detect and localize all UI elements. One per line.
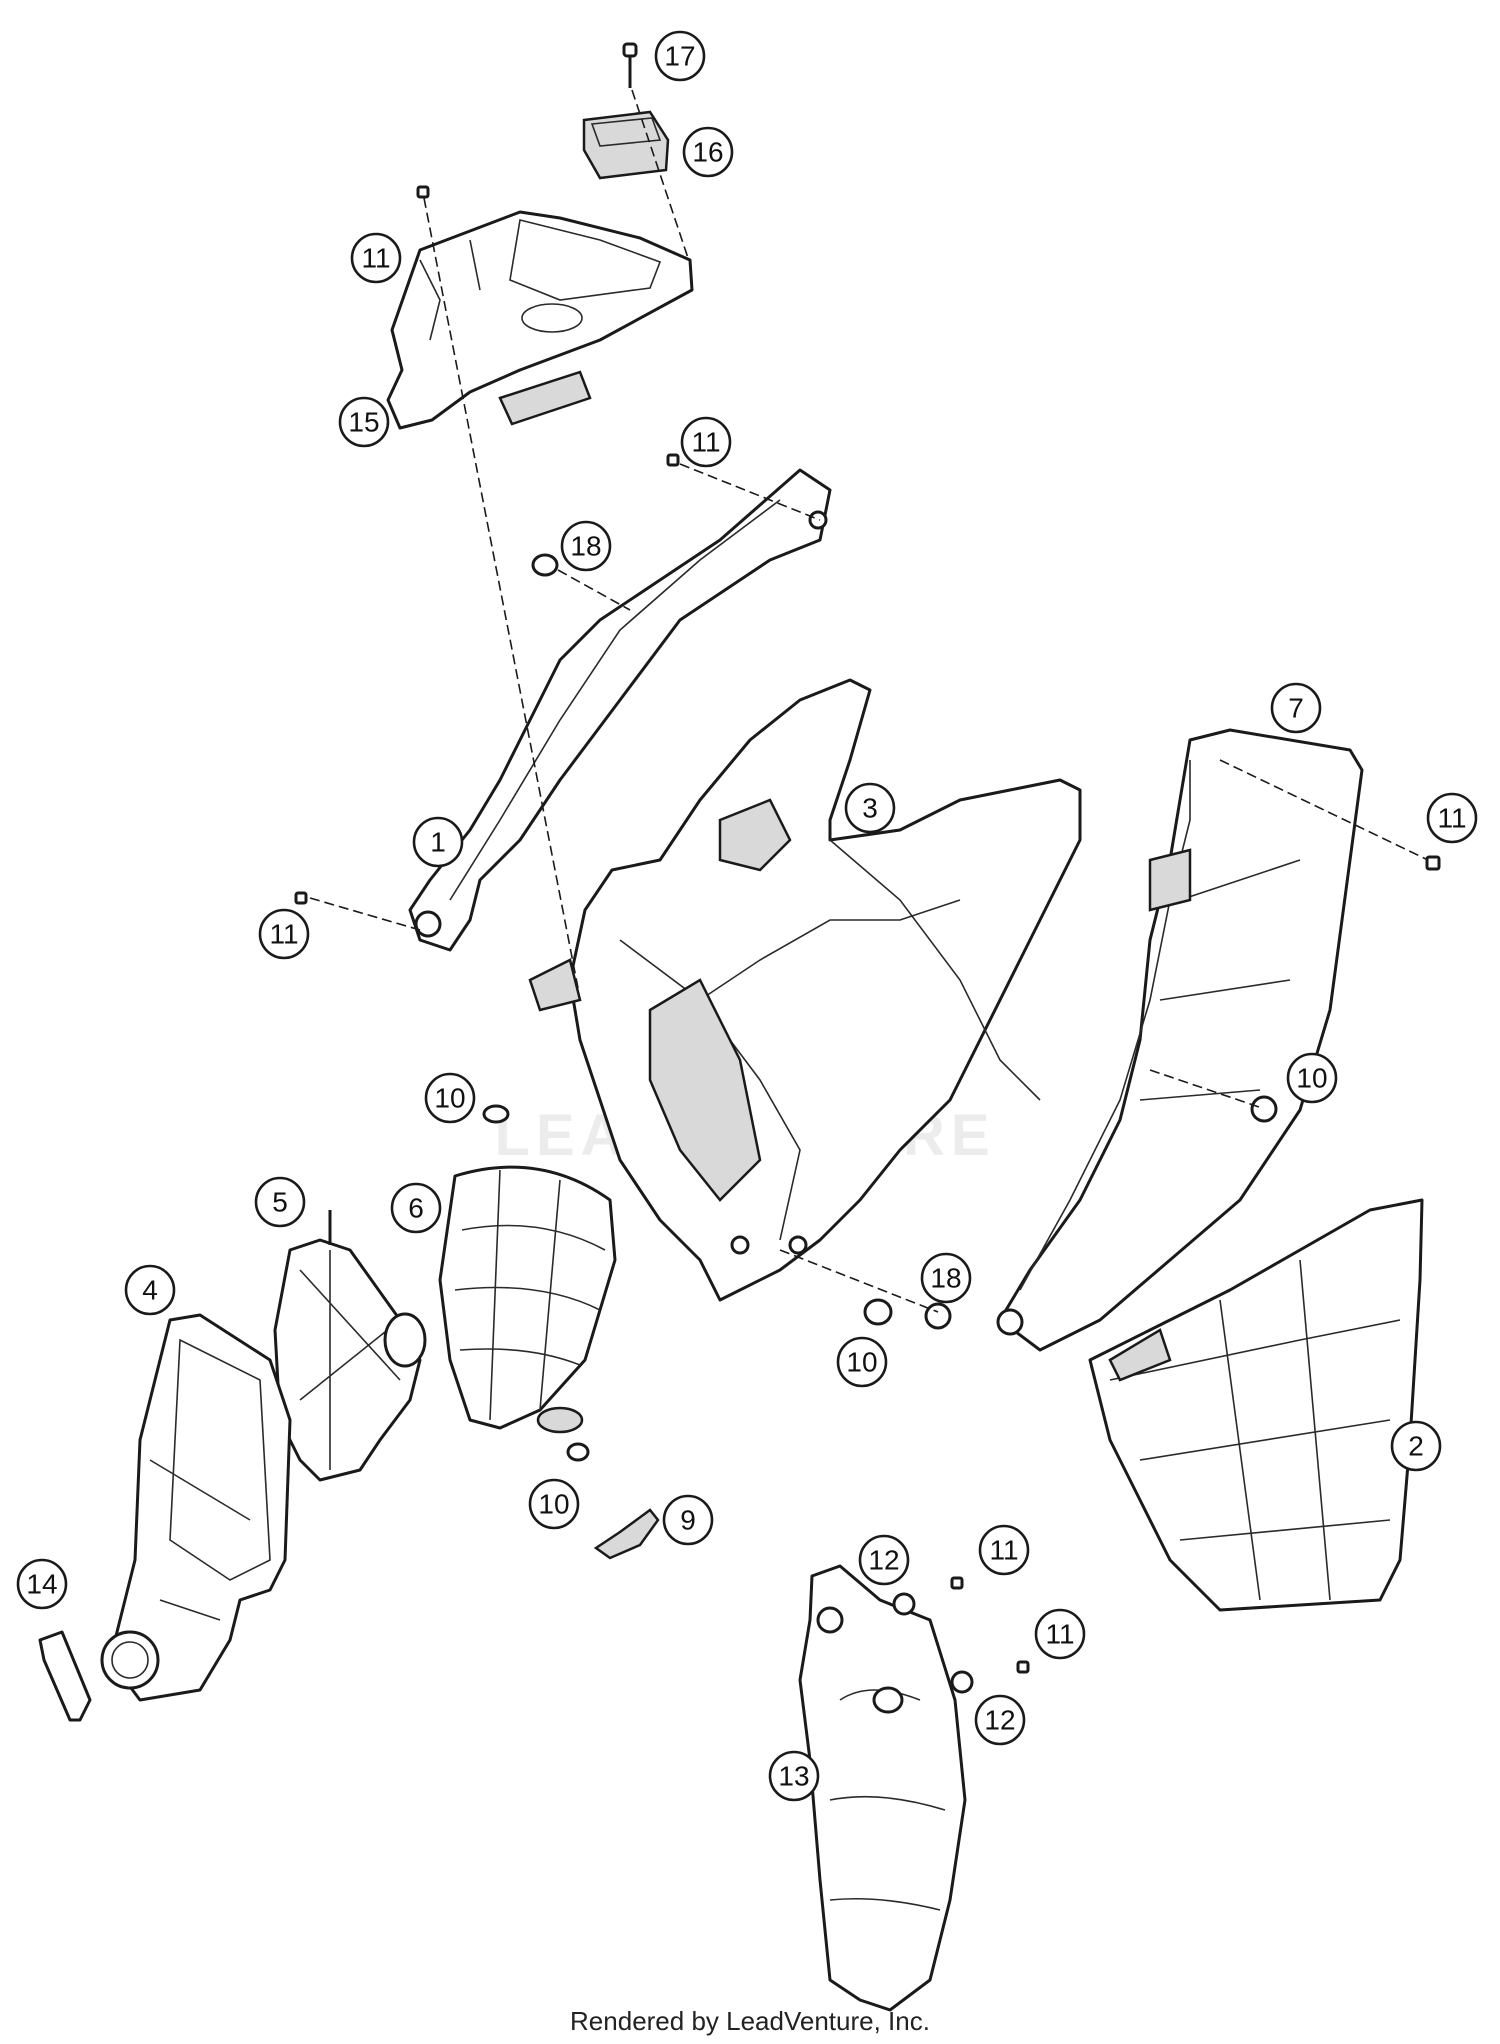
part-5-filter-cage [273, 1210, 427, 1482]
part-15-upper-box [386, 210, 694, 430]
svg-text:11: 11 [989, 1535, 1018, 1566]
part-9-bracket [593, 1508, 660, 1560]
part-14-clamp [38, 1630, 92, 1722]
svg-text:2: 2 [1408, 1431, 1424, 1462]
svg-text:3: 3 [862, 793, 878, 824]
svg-text:10: 10 [1296, 1063, 1327, 1094]
callout-4: 4 [124, 1264, 176, 1316]
part-1-left-frame [408, 468, 832, 952]
svg-text:6: 6 [408, 1193, 424, 1224]
part-4-air-box [100, 1313, 292, 1702]
svg-text:7: 7 [1288, 693, 1304, 724]
callout-11: 11 [1426, 792, 1478, 844]
svg-text:1: 1 [430, 827, 446, 858]
callout-12: 12 [858, 1534, 910, 1586]
svg-text:14: 14 [26, 1569, 57, 1600]
svg-text:9: 9 [680, 1505, 696, 1536]
callout-6: 6 [390, 1182, 442, 1234]
callout-9: 9 [662, 1494, 714, 1546]
svg-text:16: 16 [692, 137, 723, 168]
svg-text:17: 17 [664, 41, 695, 72]
callout-11: 11 [258, 908, 310, 960]
leader-lines [309, 89, 1429, 1313]
hardware [294, 185, 1441, 1694]
callout-13: 13 [768, 1750, 820, 1802]
callout-14: 14 [16, 1558, 68, 1610]
callout-3: 3 [844, 782, 896, 834]
part-16-cap [582, 110, 670, 180]
callout-15: 15 [338, 396, 390, 448]
svg-text:15: 15 [348, 407, 379, 438]
callout-10: 10 [424, 1072, 476, 1124]
svg-text:5: 5 [272, 1187, 288, 1218]
callout-10: 10 [1286, 1052, 1338, 1104]
svg-text:12: 12 [868, 1545, 899, 1576]
svg-text:11: 11 [361, 243, 390, 274]
part-3-center-shroud [528, 678, 1082, 1302]
callout-10: 10 [528, 1478, 580, 1530]
svg-text:11: 11 [1437, 803, 1466, 834]
svg-text:10: 10 [434, 1083, 465, 1114]
callout-2: 2 [1390, 1420, 1442, 1472]
callout-5: 5 [254, 1176, 306, 1228]
callout-18: 18 [920, 1252, 972, 1304]
svg-text:11: 11 [269, 919, 298, 950]
part-6-filter [438, 1165, 617, 1434]
callout-16: 16 [682, 126, 734, 178]
svg-text:18: 18 [930, 1263, 961, 1294]
part-7-right-frame [996, 728, 1364, 1352]
svg-text:18: 18 [570, 531, 601, 562]
callout-11: 11 [350, 232, 402, 284]
callout-11: 11 [978, 1524, 1030, 1576]
callout-18: 18 [560, 520, 612, 572]
part-17-screw [622, 42, 638, 88]
svg-text:13: 13 [778, 1761, 809, 1792]
callout-10: 10 [836, 1336, 888, 1388]
callout-11: 11 [1034, 1608, 1086, 1660]
callout-1: 1 [412, 816, 464, 868]
callout-12: 12 [974, 1694, 1026, 1746]
svg-text:11: 11 [1045, 1619, 1074, 1650]
svg-text:10: 10 [538, 1489, 569, 1520]
callout-11: 11 [680, 416, 732, 468]
callout-17: 17 [654, 30, 706, 82]
svg-text:12: 12 [984, 1705, 1015, 1736]
part-13-lower-guard [798, 1564, 967, 2012]
svg-text:11: 11 [691, 427, 720, 458]
callout-7: 7 [1270, 682, 1322, 734]
svg-text:4: 4 [142, 1275, 158, 1306]
svg-text:10: 10 [846, 1347, 877, 1378]
footer-credit: Rendered by LeadVenture, Inc. [570, 2006, 930, 2036]
